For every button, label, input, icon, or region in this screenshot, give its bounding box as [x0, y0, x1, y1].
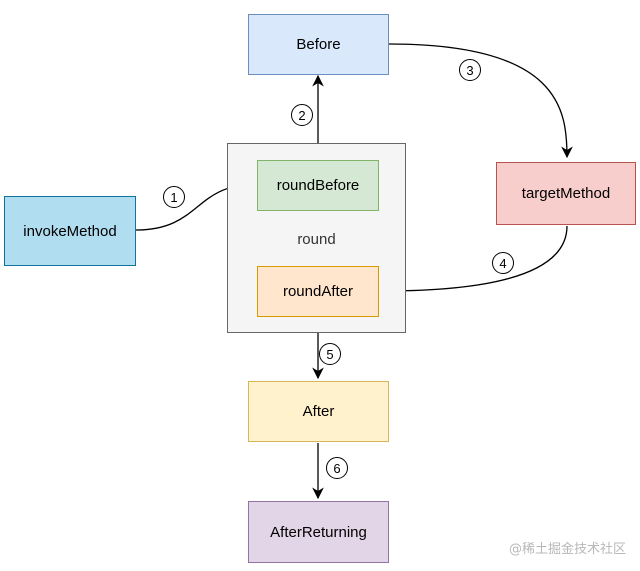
step-4-badge: 4: [492, 252, 514, 274]
after-returning-node[interactable]: AfterReturning: [248, 501, 389, 563]
round-after-node[interactable]: roundAfter: [257, 266, 379, 317]
edge-before-to-target: [388, 43, 573, 159]
target-method-node[interactable]: targetMethod: [496, 162, 636, 225]
before-node[interactable]: Before: [248, 14, 389, 75]
edge-target-to-roundafter: [381, 225, 568, 297]
round-group-label: round: [297, 231, 336, 248]
step-3-badge: 3: [459, 59, 481, 81]
after-node[interactable]: After: [248, 381, 389, 442]
round-before-node[interactable]: roundBefore: [257, 160, 379, 211]
step-2-badge: 2: [291, 104, 313, 126]
watermark-text: @稀土掘金技术社区: [508, 542, 626, 557]
step-6-badge: 6: [326, 457, 348, 479]
step-5-badge: 5: [319, 343, 341, 365]
step-1-badge: 1: [163, 186, 185, 208]
invoke-method-node[interactable]: invokeMethod: [4, 196, 136, 266]
